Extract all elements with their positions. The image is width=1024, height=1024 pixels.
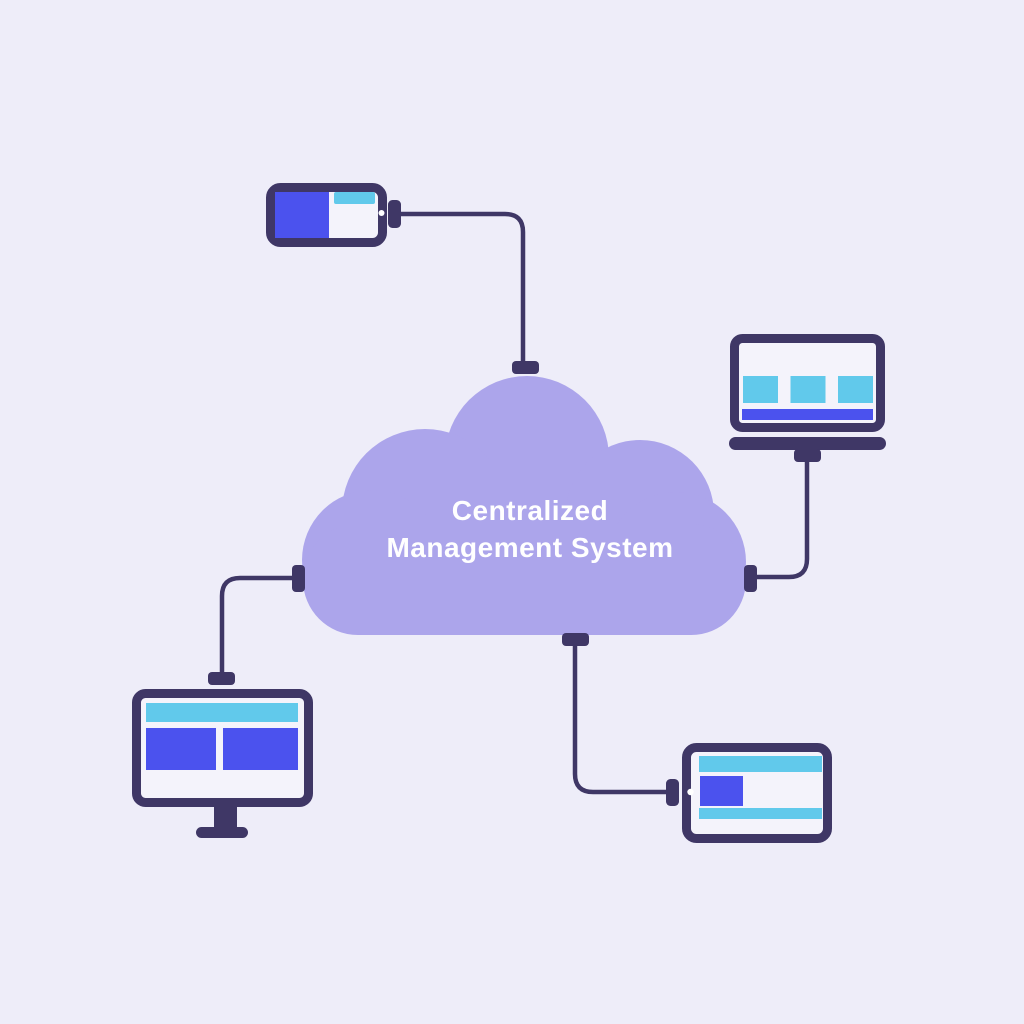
monitor-stand-neck	[214, 805, 237, 831]
cloud-label-line2: Management System	[386, 532, 674, 563]
cloud-label: Centralized Management System	[330, 492, 730, 566]
cloud-ports	[292, 361, 757, 646]
laptop-screen-tile-1	[743, 376, 778, 403]
tablet-icon	[666, 743, 832, 843]
laptop-screen-bar-blue	[742, 409, 873, 420]
tablet-port	[666, 779, 679, 806]
cable-monitor-to-cloud	[219, 575, 300, 674]
cable-tablet-to-cloud	[572, 640, 668, 795]
monitor-screen-block-2	[223, 728, 298, 770]
cable-smartphone-to-cloud	[399, 211, 526, 362]
smartphone-screen-bar-cyan	[334, 192, 375, 204]
tablet-camera-dot	[687, 788, 694, 796]
monitor-stand-base	[196, 827, 248, 838]
cloud-port-right	[744, 565, 757, 592]
laptop-icon	[729, 334, 886, 462]
smartphone-icon	[266, 183, 401, 247]
cable-laptop-to-cloud	[756, 460, 810, 580]
connection-cables	[219, 211, 810, 795]
monitor-screen-bar-cyan	[146, 703, 298, 722]
cloud-port-top	[512, 361, 539, 374]
smartphone-screen-block-blue	[275, 192, 329, 238]
laptop-port	[794, 449, 821, 462]
smartphone-home-button	[378, 210, 385, 216]
cloud-label-line1: Centralized	[451, 495, 609, 526]
smartphone-port	[388, 200, 401, 228]
laptop-screen-tile-3	[838, 376, 873, 403]
laptop-base	[729, 437, 886, 450]
cloud-port-bottom	[562, 633, 589, 646]
monitor-port	[208, 672, 235, 685]
tablet-screen-bar-bottom	[699, 808, 822, 819]
cloud-port-left	[292, 565, 305, 592]
laptop-screen-tile-2	[790, 376, 826, 403]
desktop-monitor-icon	[132, 672, 313, 838]
monitor-screen-block-1	[146, 728, 216, 770]
tablet-screen-block-blue	[700, 776, 743, 806]
tablet-screen-bar-top	[699, 756, 822, 772]
cloud-shape	[302, 376, 746, 635]
